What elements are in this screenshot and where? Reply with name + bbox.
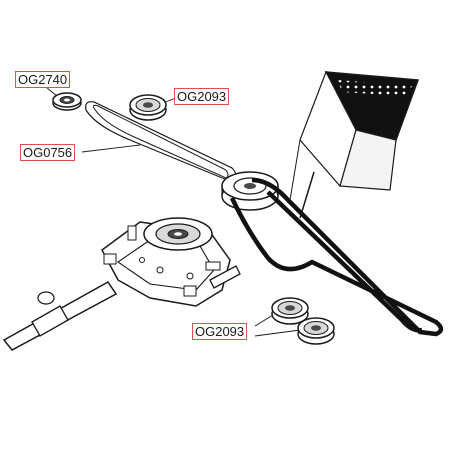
leader-og0756 bbox=[81, 144, 141, 153]
part-label-og2740: OG2740 bbox=[14, 71, 71, 88]
part-label-og2093-bottom: OG2093 bbox=[191, 323, 248, 340]
axle-shaft bbox=[2, 265, 241, 351]
idler-pulley-bottom-right bbox=[297, 317, 335, 345]
drive-belt-thick bbox=[229, 177, 444, 337]
leader-lines bbox=[45, 86, 301, 337]
leader-og2093-bottom-b bbox=[254, 329, 301, 337]
part-label-og0756: OG0756 bbox=[19, 144, 76, 161]
belt-cross-section bbox=[289, 70, 420, 219]
idler-pulley-bottom-left bbox=[271, 297, 309, 325]
part-label-og2093-top: OG2093 bbox=[173, 88, 230, 105]
idler-pulley-top bbox=[129, 94, 167, 121]
transaxle bbox=[101, 217, 231, 307]
idler-pulley-small bbox=[52, 92, 82, 111]
